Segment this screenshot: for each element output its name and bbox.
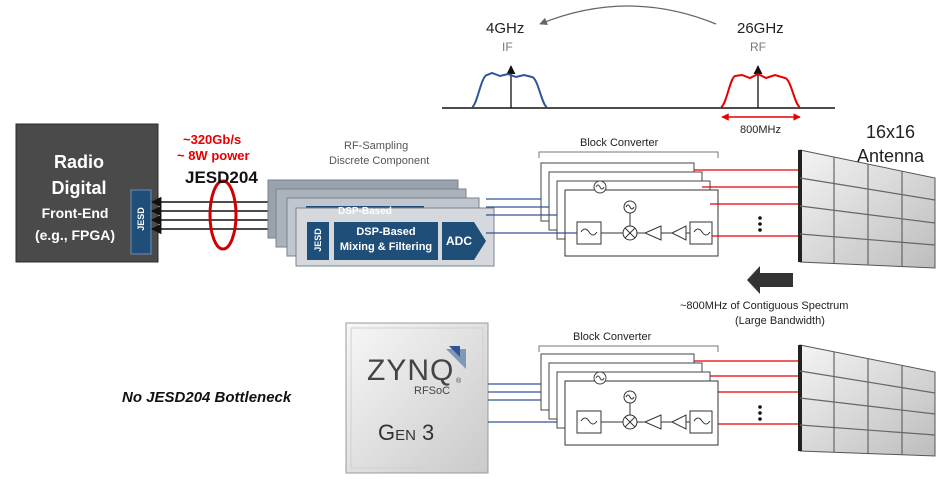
- dsp-label-2: Mixing & Filtering: [339, 241, 433, 253]
- zynq-logo-mark: [446, 349, 466, 369]
- top-signal-lines: [486, 169, 800, 237]
- if-label: IF: [502, 40, 513, 54]
- spectrum-note-2: (Large Bandwidth): [735, 315, 825, 327]
- zynq-registered-mark: ®: [456, 378, 462, 385]
- dsp-label-1: DSP-Based: [356, 226, 416, 238]
- block-converter-bottom-title: Block Converter: [573, 331, 652, 343]
- dsp-mixing-block: [334, 222, 438, 260]
- rf-sampling-title-1: RF-Sampling: [344, 140, 409, 152]
- block-converter-top: [538, 151, 719, 257]
- link-power-label: ~ 8W power: [177, 148, 250, 163]
- front-jesd-block: [307, 222, 329, 260]
- rf-label: RF: [750, 40, 766, 54]
- jesd204-label: JESD204: [185, 168, 258, 187]
- dfe-line-3: Front-End: [41, 205, 109, 221]
- spectrum-panel: [442, 5, 835, 121]
- dfe-jesd-tag: JESD: [136, 207, 146, 231]
- spectrum-direction-arrow: [747, 266, 793, 294]
- dfe-line-1: Radio: [53, 152, 104, 172]
- zynq-gen-label: Gen 3: [378, 420, 435, 445]
- adc-block: [442, 222, 486, 260]
- bottom-signal-lines: [488, 360, 800, 425]
- bandwidth-label: 800MHz: [740, 124, 781, 136]
- dfe-line-2: Digital: [51, 178, 107, 198]
- spectrum-note-1: ~800MHz of Contiguous Spectrum: [680, 300, 849, 312]
- link-rate-label: ~320Gb/s: [183, 132, 242, 147]
- antenna-array-bottom: [798, 344, 936, 457]
- bottleneck-note: No JESD204 Bottleneck: [122, 389, 292, 406]
- zynq-rfsoc-label: RFSoC: [414, 385, 451, 397]
- frequency-shift-arrow: [539, 5, 717, 25]
- rf-sampling-title-2: Discrete Component: [329, 155, 430, 167]
- jesd-bundle-oval: [208, 179, 238, 251]
- rf-frequency-label: 26GHz: [737, 20, 784, 37]
- zynq-rfsoc-chip: [345, 322, 489, 474]
- if-spectrum-trace: [471, 71, 548, 108]
- antenna-label-1: 16x16: [866, 122, 916, 142]
- radio-dfe-block: [15, 123, 159, 263]
- if-frequency-label: 4GHz: [486, 20, 525, 37]
- adc-label: ADC: [446, 234, 472, 248]
- dfe-line-4: (e.g., FPGA): [34, 227, 116, 243]
- back-dsp-label: DSP-Based: [338, 206, 392, 217]
- block-converter-top-title: Block Converter: [580, 137, 659, 149]
- zynq-brand: ZYNQ: [367, 354, 455, 387]
- rf-spectrum-trace: [720, 72, 801, 108]
- antenna-array-top: [798, 149, 936, 269]
- block-converter-bottom: [538, 345, 719, 446]
- front-jesd-label: JESD: [313, 228, 323, 252]
- rf-sampling-component: [267, 179, 495, 267]
- antenna-label-2: Antenna: [857, 146, 925, 166]
